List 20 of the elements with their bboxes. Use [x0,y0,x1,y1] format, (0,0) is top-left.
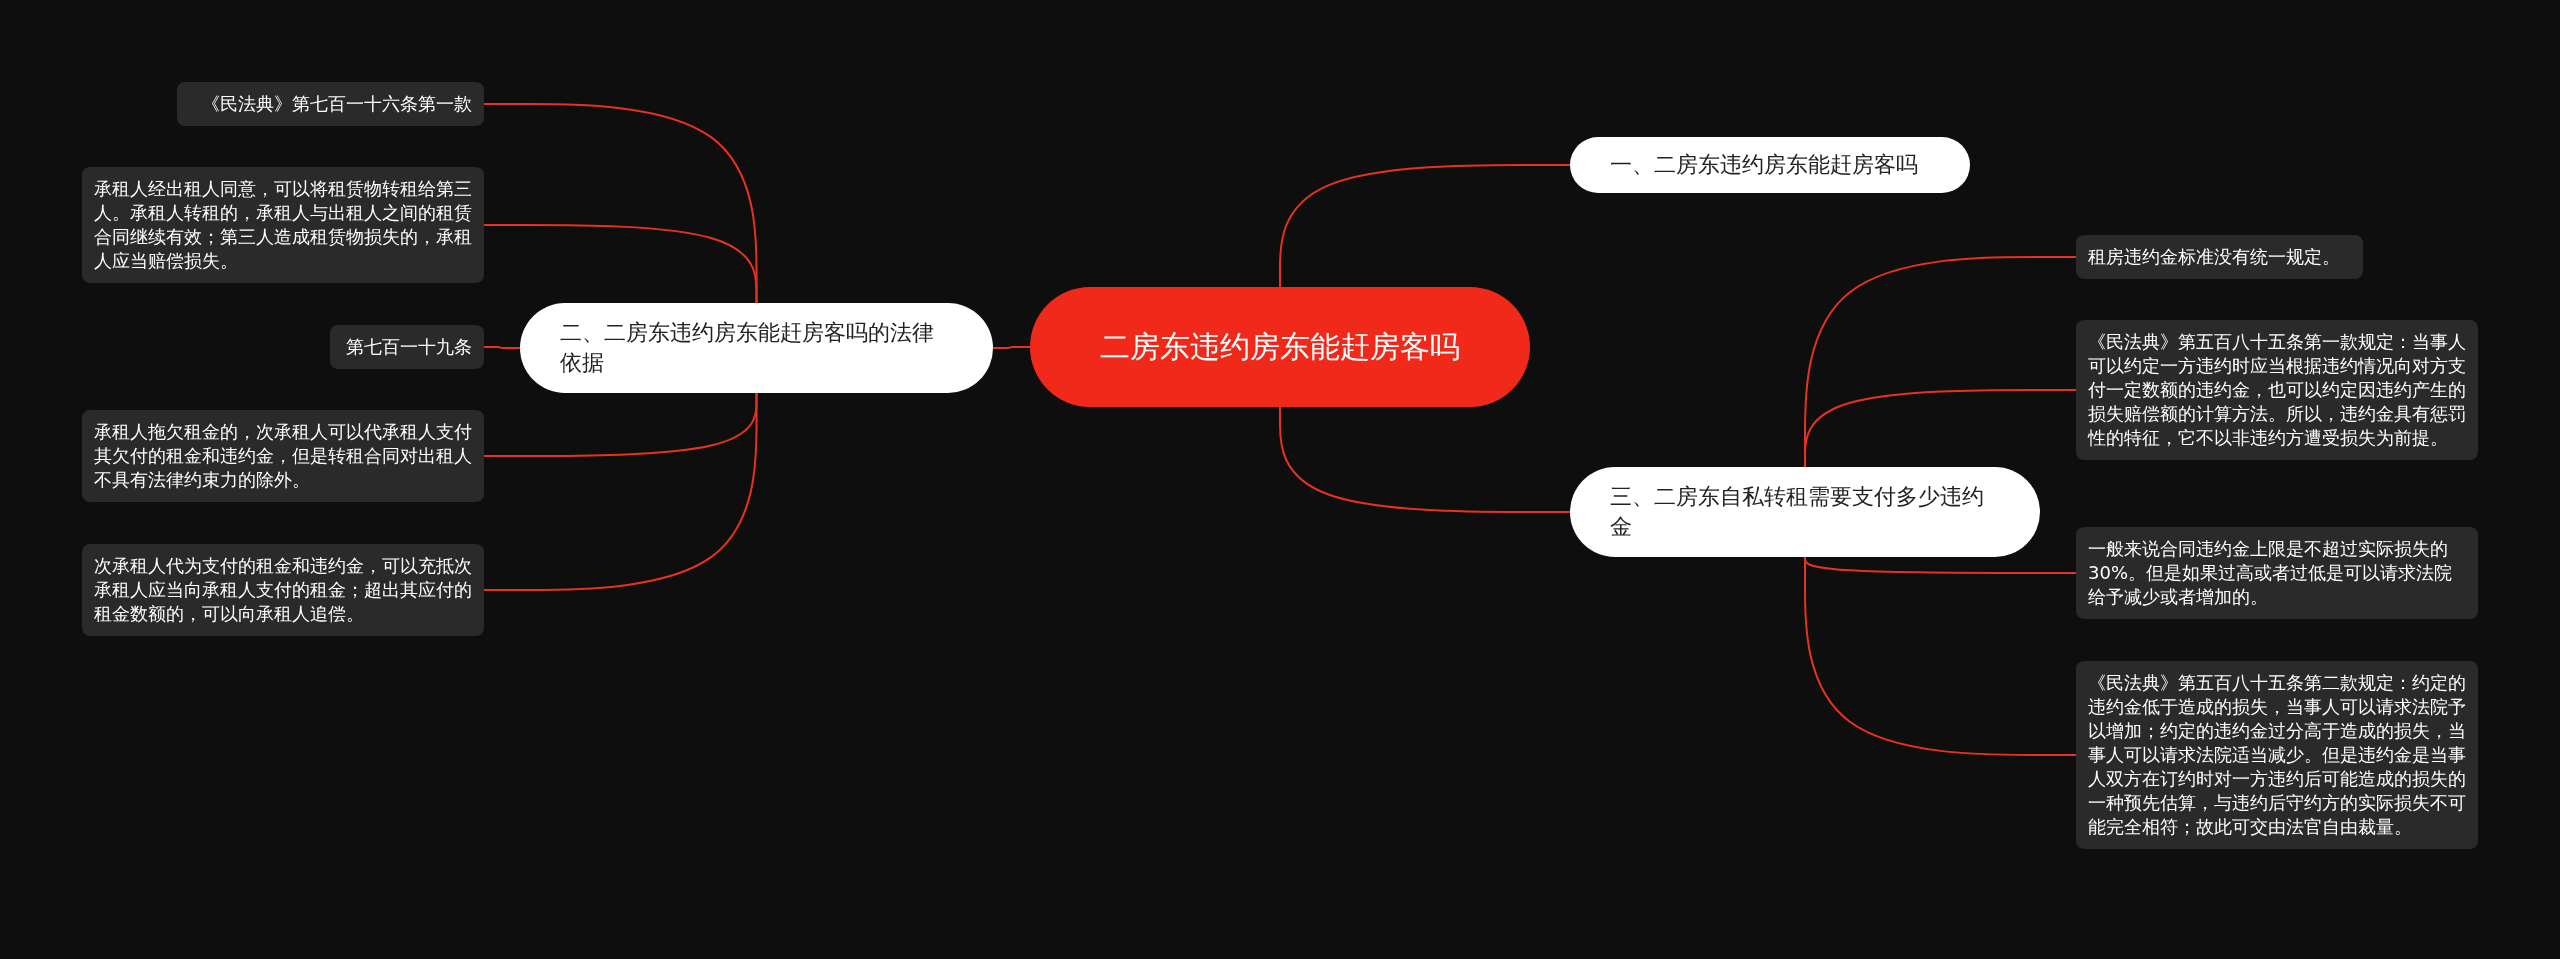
connector-line [483,224,758,304]
topic-box: 三、二房东自私转租需要支付多少违约金 [1570,467,2040,557]
connector-line [1279,164,1571,288]
note-box: 《民法典》第五百八十五条第一款规定：当事人可以约定一方违约时应当根据违约情况向对方支付一定数额的违约金，也可以约定因违约产生的损失赔偿额的计算方法。所以，违约金具有惩罚性的特征，它不以非违约方遭受损失为前提。 [2076,320,2478,460]
note-box: 一般来说合同违约金上限是不超过实际损失的30%。但是如果过高或者过低是可以请求法院给予减少或者增加的。 [2076,527,2478,619]
note-box: 租房违约金标准没有统一规定。 [2076,235,2363,279]
note-box: 第七百一十九条 [330,325,484,369]
topic-box: 一、二房东违约房东能赶房客吗 [1570,137,1970,193]
note-box: 次承租人代为支付的租金和违约金，可以充抵次承租人应当向承租人支付的租金；超出其应付的租金数额的，可以向承租人追偿。 [82,544,484,636]
note-box: 《民法典》第七百一十六条第一款 [177,82,484,126]
connector-line [483,346,521,349]
connector-line [1804,389,2077,468]
topic-box: 二、二房东违约房东能赶房客吗的法律依据 [520,303,993,393]
connector-line [1279,406,1571,513]
note-box: 承租人经出租人同意，可以将租赁物转租给第三人。承租人转租的，承租人与出租人之间的租赁合同继续有效；第三人造成租赁物损失的，承租人应当赔偿损失。 [82,167,484,283]
connector-line [992,346,1031,349]
connector-line [483,392,758,591]
central-topic: 二房东违约房东能赶房客吗 [1030,287,1530,407]
note-box: 承租人拖欠租金的，次承租人可以代承租人支付其欠付的租金和违约金，但是转租合同对出租人不具有法律约束力的除外。 [82,410,484,502]
note-box: 《民法典》第五百八十五条第二款规定：约定的违约金低于造成的损失，当事人可以请求法院予以增加；约定的违约金过分高于造成的损失，当事人可以请求法院适当减少。但是违约金是当事人双方在订约时对一方违约后可能造成的损失的一种预先估算，与违约后守约方的实际损失不可能完全相符；故此可交由法官自由裁量。 [2076,661,2478,849]
